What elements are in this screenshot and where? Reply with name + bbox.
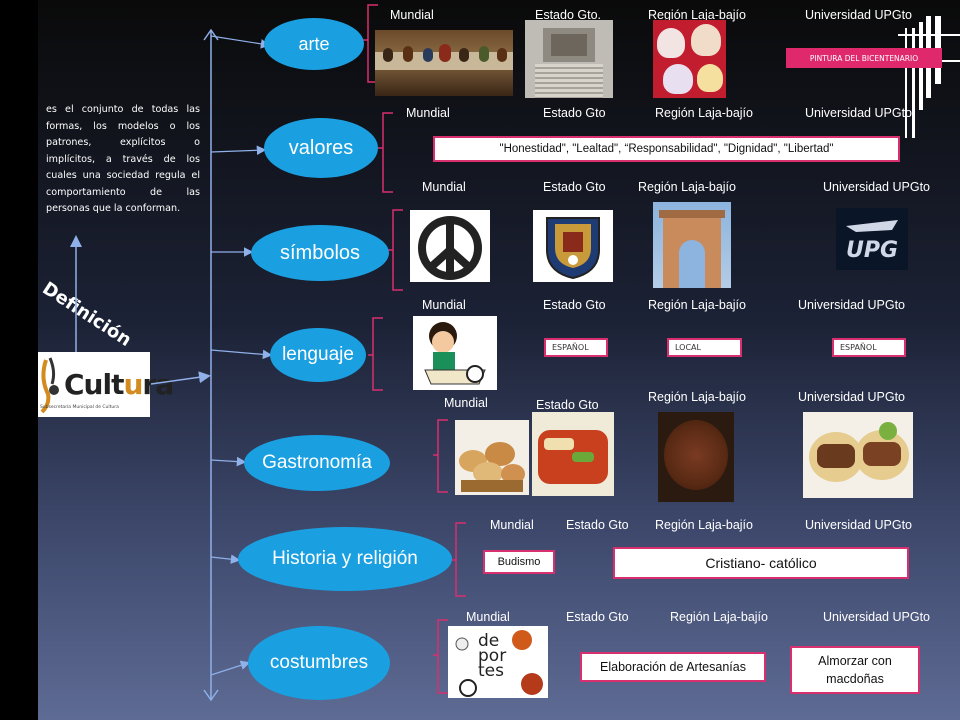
valores-text-box: "Honestidad", "Lealtad", “Responsabilida… — [433, 136, 900, 162]
connectors — [70, 4, 466, 702]
last-supper-painting — [375, 30, 513, 96]
tag-espanol-estado: ESPAÑOL — [544, 338, 608, 357]
header-estado: Estado Gto — [543, 106, 606, 120]
sports-balls-icon — [455, 630, 543, 697]
header-universidad: Universidad UPGto — [823, 180, 930, 194]
header-estado: Estado Gto — [536, 398, 599, 412]
header-region: Región Laja-bajío — [648, 390, 746, 404]
node-lenguaje[interactable]: lenguaje — [270, 328, 366, 382]
estado-building-photo — [525, 20, 613, 98]
node-gastronomia[interactable]: Gastronomía — [244, 435, 390, 491]
header-mundial: Mundial — [390, 8, 434, 22]
header-region: Región Laja-bajío — [655, 106, 753, 120]
beans-photo — [658, 412, 734, 502]
header-region: Región Laja-bajío — [670, 610, 768, 624]
almorzar-box: Almorzar con macdoñas — [790, 646, 920, 694]
coat-of-arms-icon — [546, 217, 600, 280]
header-universidad: Universidad UPGto — [823, 610, 930, 624]
artesanias-box: Elaboración de Artesanías — [580, 652, 766, 682]
header-estado: Estado Gto — [543, 180, 606, 194]
slide: es el conjunto de todas las formas, los … — [38, 0, 960, 720]
header-estado: Estado Gto — [543, 298, 606, 312]
tag-budismo: Budismo — [483, 550, 555, 574]
tag-pintura-bicentenario: PINTURA DEL BICENTENARIO — [786, 48, 942, 68]
enchiladas-photo — [532, 412, 614, 496]
reading-child-image — [413, 316, 497, 390]
header-estado: Estado Gto — [566, 610, 629, 624]
logo-word: Cultura — [64, 368, 174, 401]
header-mundial: Mundial — [490, 518, 534, 532]
header-region: Región Laja-bajío — [648, 298, 746, 312]
header-mundial: Mundial — [444, 396, 488, 410]
deportes-text: de por tes — [478, 631, 507, 681]
header-estado: Estado Gto — [566, 518, 629, 532]
header-estado: Estado Gto. — [535, 8, 602, 22]
child-reading-icon — [424, 322, 486, 385]
guanajuato-coat-of-arms — [533, 210, 613, 282]
tacos-photo — [803, 412, 913, 498]
cultura-logo: Cultura Subsecretaría Municipal de Cultu… — [38, 352, 174, 417]
header-universidad: Universidad UPGto — [805, 8, 912, 22]
header-mundial: Mundial — [422, 180, 466, 194]
arco-photo — [653, 202, 731, 288]
node-simbolos[interactable]: símbolos — [251, 225, 389, 281]
logo-subtitle: Subsecretaría Municipal de Cultura — [40, 405, 119, 410]
node-valores[interactable]: valores — [264, 118, 378, 178]
deportes-image: de por tes — [448, 626, 548, 698]
bread-basket-photo — [455, 420, 529, 495]
node-arte[interactable]: arte — [264, 18, 364, 70]
header-universidad: Universidad UPGto — [805, 106, 912, 120]
peace-symbol-image — [410, 210, 490, 282]
header-universidad: Universidad UPGto — [798, 298, 905, 312]
cristiano-catolico-box: Cristiano- católico — [613, 547, 909, 579]
header-region: Región Laja-bajío — [655, 518, 753, 532]
node-historia-religion[interactable]: Historia y religión — [238, 527, 452, 591]
upg-logo-text: UPG — [846, 238, 899, 263]
definition-text: es el conjunto de todas las formas, los … — [46, 104, 200, 214]
header-mundial: Mundial — [406, 106, 450, 120]
header-universidad: Universidad UPGto — [805, 518, 912, 532]
calaveras-photo — [653, 20, 726, 98]
header-region: Región Laja-bajío — [648, 8, 746, 22]
header-mundial: Mundial — [422, 298, 466, 312]
upg-logo: UPG — [836, 208, 908, 270]
header-region: Región Laja-bajío — [638, 180, 736, 194]
header-universidad: Universidad UPGto — [798, 390, 905, 404]
peace-icon — [418, 216, 482, 280]
node-costumbres[interactable]: costumbres — [248, 626, 390, 700]
tag-espanol-universidad: ESPAÑOL — [832, 338, 906, 357]
tag-local-region: LOCAL — [667, 338, 742, 357]
logo-figure-icon — [40, 357, 59, 414]
header-mundial: Mundial — [466, 610, 510, 624]
